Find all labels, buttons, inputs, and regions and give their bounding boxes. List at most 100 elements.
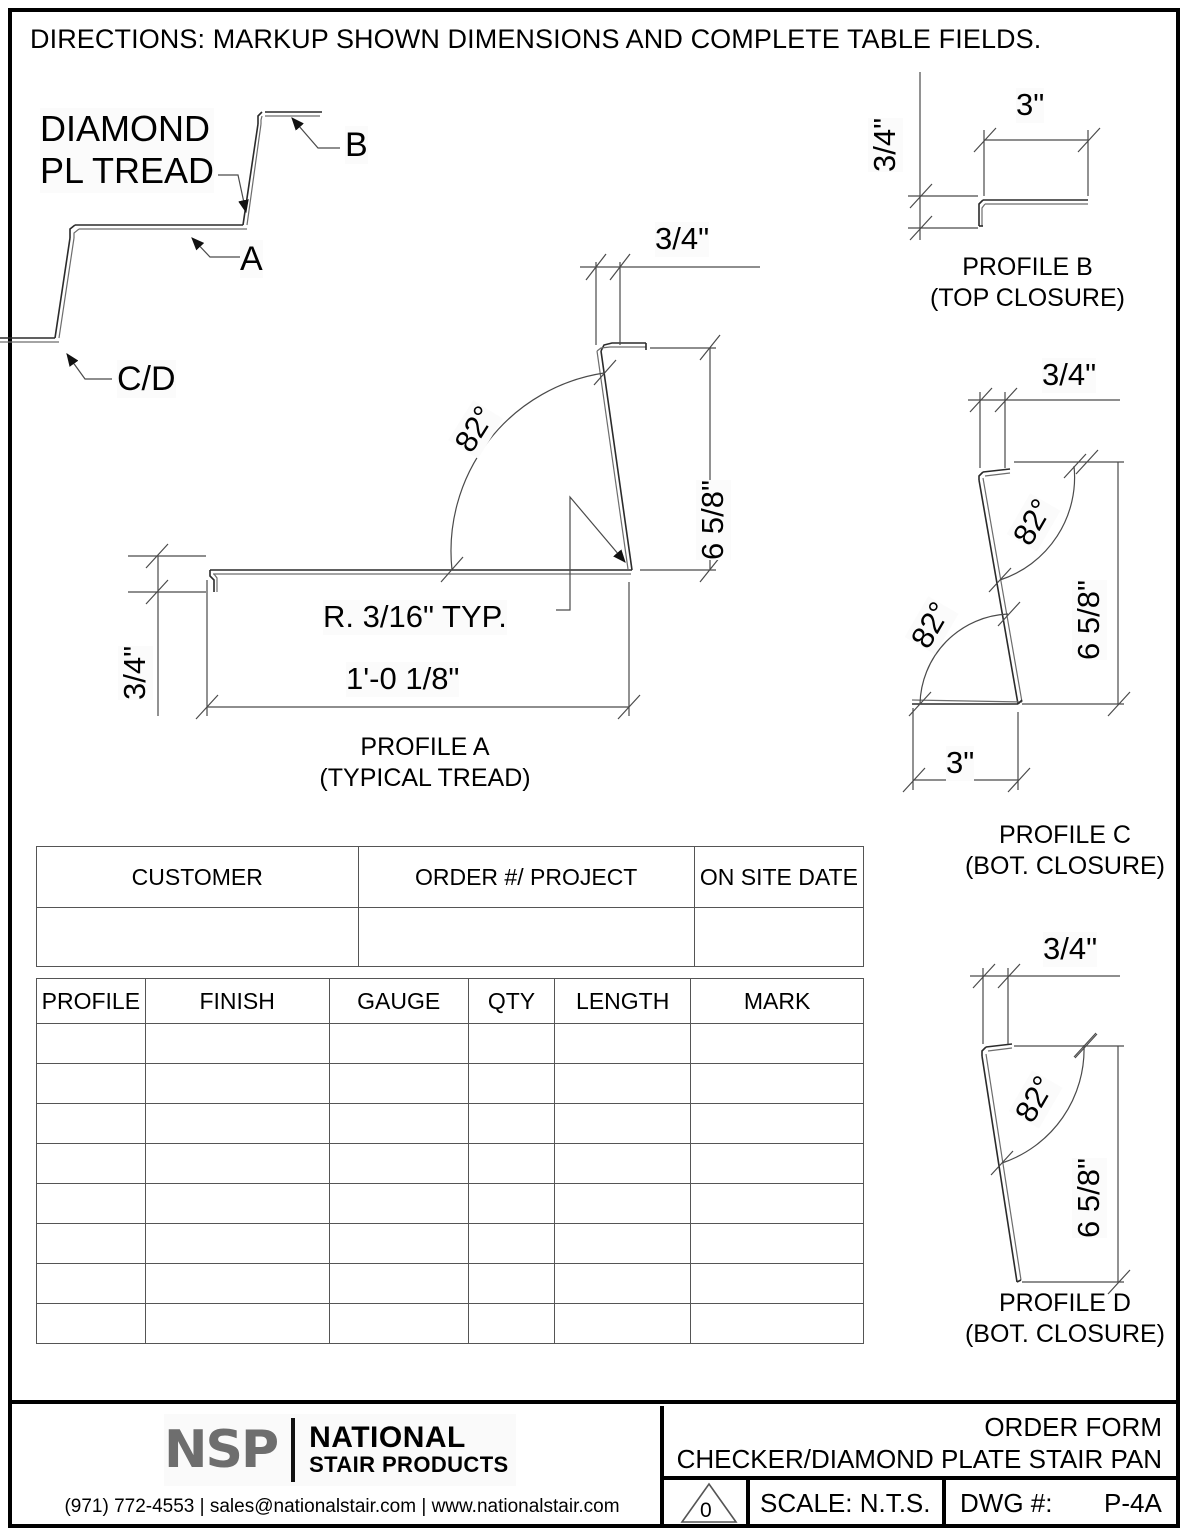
- profile-b-width-dim: 3": [1016, 87, 1045, 123]
- order-cell-finish[interactable]: [144, 1023, 330, 1064]
- profile-a-caption-line2: (TYPICAL TREAD): [319, 763, 531, 792]
- order-cell-length[interactable]: [554, 1183, 692, 1224]
- order-cell-mark[interactable]: [690, 1023, 864, 1064]
- order-cell-mark[interactable]: [690, 1063, 864, 1104]
- profile-b-caption: PROFILE B (TOP CLOSURE): [900, 252, 1155, 313]
- customer-cell-order-project[interactable]: [357, 907, 695, 967]
- order-cell-qty[interactable]: [467, 1023, 556, 1064]
- order-cell-mark[interactable]: [690, 1143, 864, 1184]
- customer-table: CUSTOMER ORDER #/ PROJECT ON SITE DATE: [36, 846, 865, 967]
- order-cell-length[interactable]: [554, 1103, 692, 1144]
- table-row: [36, 1143, 864, 1184]
- dwg-number: P-4A: [1104, 1488, 1162, 1518]
- order-cell-finish[interactable]: [144, 1303, 330, 1344]
- order-cell-qty[interactable]: [467, 1303, 556, 1344]
- nsp-logo-words: NATIONAL STAIR PRODUCTS: [309, 1423, 509, 1476]
- profile-c-bottom-dim: 3": [946, 745, 975, 781]
- customer-header-customer: CUSTOMER: [36, 846, 359, 908]
- order-cell-qty[interactable]: [467, 1183, 556, 1224]
- customer-cell-customer[interactable]: [36, 907, 359, 967]
- customer-header-on-site-date: ON SITE DATE: [693, 846, 865, 908]
- profile-a-height-dim: 6 5/8": [695, 480, 731, 560]
- order-table: PROFILE FINISH GAUGE QTY LENGTH MARK: [36, 978, 864, 1344]
- order-cell-length[interactable]: [554, 1063, 692, 1104]
- titleblock-rev-divider: [746, 1476, 750, 1524]
- drawing-title-line1: ORDER FORM: [984, 1412, 1162, 1442]
- order-cell-qty[interactable]: [467, 1263, 556, 1304]
- order-cell-gauge[interactable]: [328, 1303, 469, 1344]
- order-cell-gauge[interactable]: [328, 1263, 469, 1304]
- table-row: [36, 1103, 864, 1144]
- order-cell-gauge[interactable]: [328, 1103, 469, 1144]
- order-cell-qty[interactable]: [467, 1103, 556, 1144]
- order-cell-gauge[interactable]: [328, 1023, 469, 1064]
- order-cell-finish[interactable]: [144, 1223, 330, 1264]
- order-cell-gauge[interactable]: [328, 1063, 469, 1104]
- nsp-logo: NSP NATIONAL STAIR PRODUCTS: [164, 1414, 516, 1486]
- profile-b-caption-line1: PROFILE B: [962, 253, 1093, 281]
- profile-d-caption: PROFILE D (BOT. CLOSURE): [940, 1288, 1188, 1349]
- profile-c-height-dim: 6 5/8": [1071, 580, 1107, 660]
- order-cell-finish[interactable]: [144, 1063, 330, 1104]
- order-cell-mark[interactable]: [690, 1223, 864, 1264]
- order-cell-profile[interactable]: [36, 1183, 146, 1224]
- table-row: [36, 1263, 864, 1304]
- order-table-header-row: PROFILE FINISH GAUGE QTY LENGTH MARK: [36, 978, 864, 1024]
- order-cell-mark[interactable]: [690, 1263, 864, 1304]
- order-cell-profile[interactable]: [36, 1223, 146, 1264]
- order-cell-mark[interactable]: [690, 1183, 864, 1224]
- profile-a-radius-note: R. 3/16" TYP.: [323, 599, 507, 635]
- order-header-profile: PROFILE: [36, 978, 146, 1024]
- order-cell-gauge[interactable]: [328, 1183, 469, 1224]
- order-cell-mark[interactable]: [690, 1103, 864, 1144]
- table-row: [36, 1063, 864, 1104]
- order-cell-profile[interactable]: [36, 1103, 146, 1144]
- order-cell-qty[interactable]: [467, 1143, 556, 1184]
- customer-table-header-row: CUSTOMER ORDER #/ PROJECT ON SITE DATE: [36, 846, 865, 908]
- customer-cell-on-site-date[interactable]: [693, 907, 865, 967]
- order-cell-qty[interactable]: [467, 1063, 556, 1104]
- customer-table-row: [36, 907, 865, 967]
- callout-cd-label: C/D: [117, 360, 176, 399]
- order-cell-length[interactable]: [554, 1303, 692, 1344]
- scale-label: SCALE: N.T.S.: [760, 1488, 931, 1518]
- profile-d-top-flange-dim: 3/4": [1043, 931, 1098, 967]
- drawing-title-line2: CHECKER/DIAMOND PLATE STAIR PAN: [676, 1444, 1162, 1474]
- profile-d-height-dim: 6 5/8": [1071, 1158, 1107, 1238]
- order-cell-length[interactable]: [554, 1263, 692, 1304]
- tread-label-line2: PL TREAD: [40, 150, 215, 192]
- logo-word-stair-products: STAIR PRODUCTS: [309, 1452, 509, 1478]
- order-cell-profile[interactable]: [36, 1023, 146, 1064]
- titleblock-right-horizontal-divider: [660, 1476, 1176, 1480]
- order-cell-length[interactable]: [554, 1223, 692, 1264]
- order-cell-finish[interactable]: [144, 1183, 330, 1224]
- profile-b-caption-line2: (TOP CLOSURE): [930, 283, 1125, 312]
- title-block: NSP NATIONAL STAIR PRODUCTS (971) 772-45…: [12, 1400, 1176, 1524]
- order-cell-qty[interactable]: [467, 1223, 556, 1264]
- order-cell-profile[interactable]: [36, 1303, 146, 1344]
- table-row: [36, 1023, 864, 1064]
- order-cell-profile[interactable]: [36, 1263, 146, 1304]
- profile-a-top-flange-dim: 3/4": [655, 221, 710, 257]
- profile-a-left-flange-dim: 3/4": [117, 645, 153, 700]
- order-cell-gauge[interactable]: [328, 1143, 469, 1184]
- profile-a-width-dim: 1'-0 1/8": [346, 661, 460, 697]
- contact-info[interactable]: (971) 772-4553 | sales@nationalstair.com…: [64, 1496, 620, 1517]
- order-cell-length[interactable]: [554, 1143, 692, 1184]
- logo-word-national: NATIONAL: [309, 1421, 466, 1455]
- order-cell-profile[interactable]: [36, 1063, 146, 1104]
- profile-d-caption-line1: PROFILE D: [999, 1289, 1131, 1317]
- order-cell-finish[interactable]: [144, 1143, 330, 1184]
- order-cell-mark[interactable]: [690, 1303, 864, 1344]
- order-cell-length[interactable]: [554, 1023, 692, 1064]
- revision-triangle-icon: [680, 1482, 738, 1523]
- profile-c-caption-line2: (BOT. CLOSURE): [964, 851, 1166, 880]
- order-cell-gauge[interactable]: [328, 1223, 469, 1264]
- titleblock-top-rule: [12, 1400, 1176, 1404]
- order-cell-profile[interactable]: [36, 1143, 146, 1184]
- order-header-qty: QTY: [467, 978, 556, 1024]
- order-cell-finish[interactable]: [144, 1263, 330, 1304]
- order-header-mark: MARK: [690, 978, 864, 1024]
- order-cell-finish[interactable]: [144, 1103, 330, 1144]
